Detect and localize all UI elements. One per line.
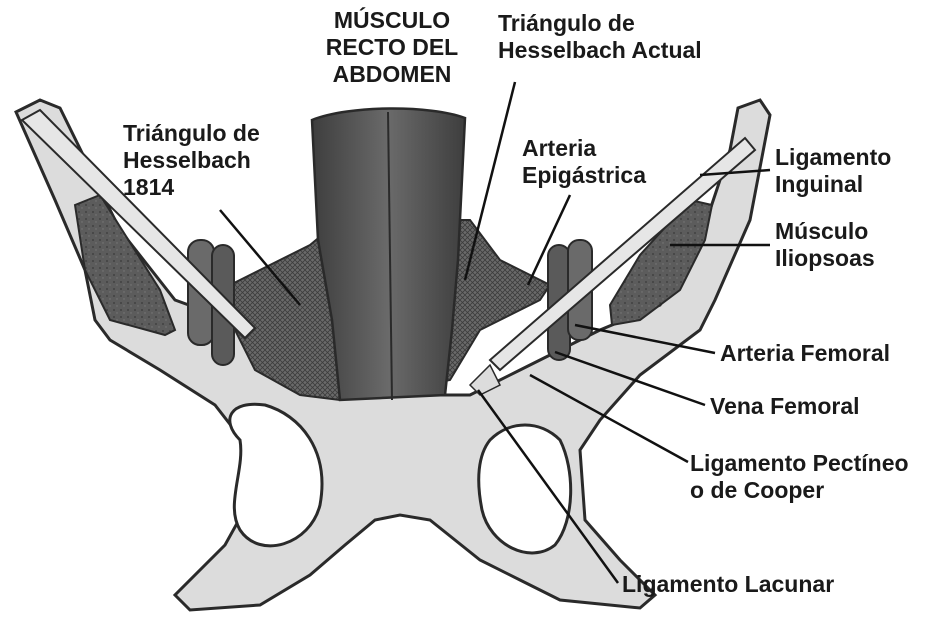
label-ligamento-pectineo: Ligamento Pectíneo o de Cooper: [690, 450, 909, 504]
right-obturator-foramen: [479, 425, 571, 553]
label-ligamento-inguinal: Ligamento Inguinal: [775, 144, 891, 198]
label-hesselbach-actual: Triángulo de Hesselbach Actual: [498, 10, 702, 64]
label-hesselbach-1814: Triángulo de Hesselbach 1814: [123, 120, 260, 201]
label-arteria-epigastrica: Arteria Epigástrica: [522, 135, 646, 189]
label-rectus-abdominis: MÚSCULO RECTO DEL ABDOMEN: [322, 7, 462, 88]
label-vena-femoral: Vena Femoral: [710, 393, 860, 420]
label-arteria-femoral: Arteria Femoral: [720, 340, 890, 367]
label-ligamento-lacunar: Ligamento Lacunar: [622, 571, 834, 598]
label-musculo-iliopsoas: Músculo Iliopsoas: [775, 218, 875, 272]
